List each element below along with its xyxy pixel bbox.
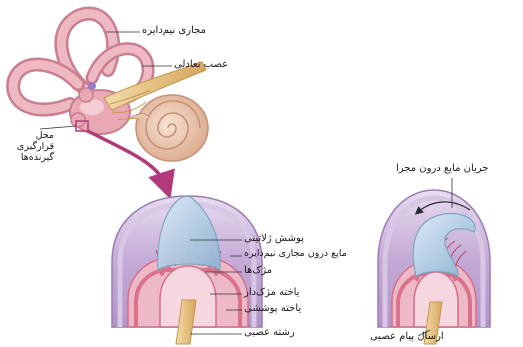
receptor-zoom-center xyxy=(112,196,262,344)
label-ciliated-cell: یاخته مژک‌دار xyxy=(244,287,299,299)
label-receptor-location: محل قرارگیری گیرنده‌ها xyxy=(10,131,54,164)
receptor-deflected-right xyxy=(378,190,490,344)
label-nerve-fiber: رشته عصبی xyxy=(244,327,295,339)
label-supporting-cell: یاخته پوششی xyxy=(244,303,301,315)
label-semicircular-canals: مجاری نیم‌دایره xyxy=(142,25,206,37)
label-vestibular-nerve: عصب تعادلی xyxy=(174,59,228,71)
label-canal-fluid: مایع درون مجاری نیم‌دایره xyxy=(244,249,347,260)
label-cilia: مژک‌ها xyxy=(244,265,272,277)
label-receptor-location-line3: گیرنده‌ها xyxy=(10,153,54,164)
label-nerve-signal: ارسال پیام عصبی xyxy=(370,331,444,343)
label-fluid-flow: جریان مایع درون مجرا xyxy=(396,163,488,175)
label-gelatinous-cover: پوشش ژلاتینی xyxy=(244,233,304,245)
